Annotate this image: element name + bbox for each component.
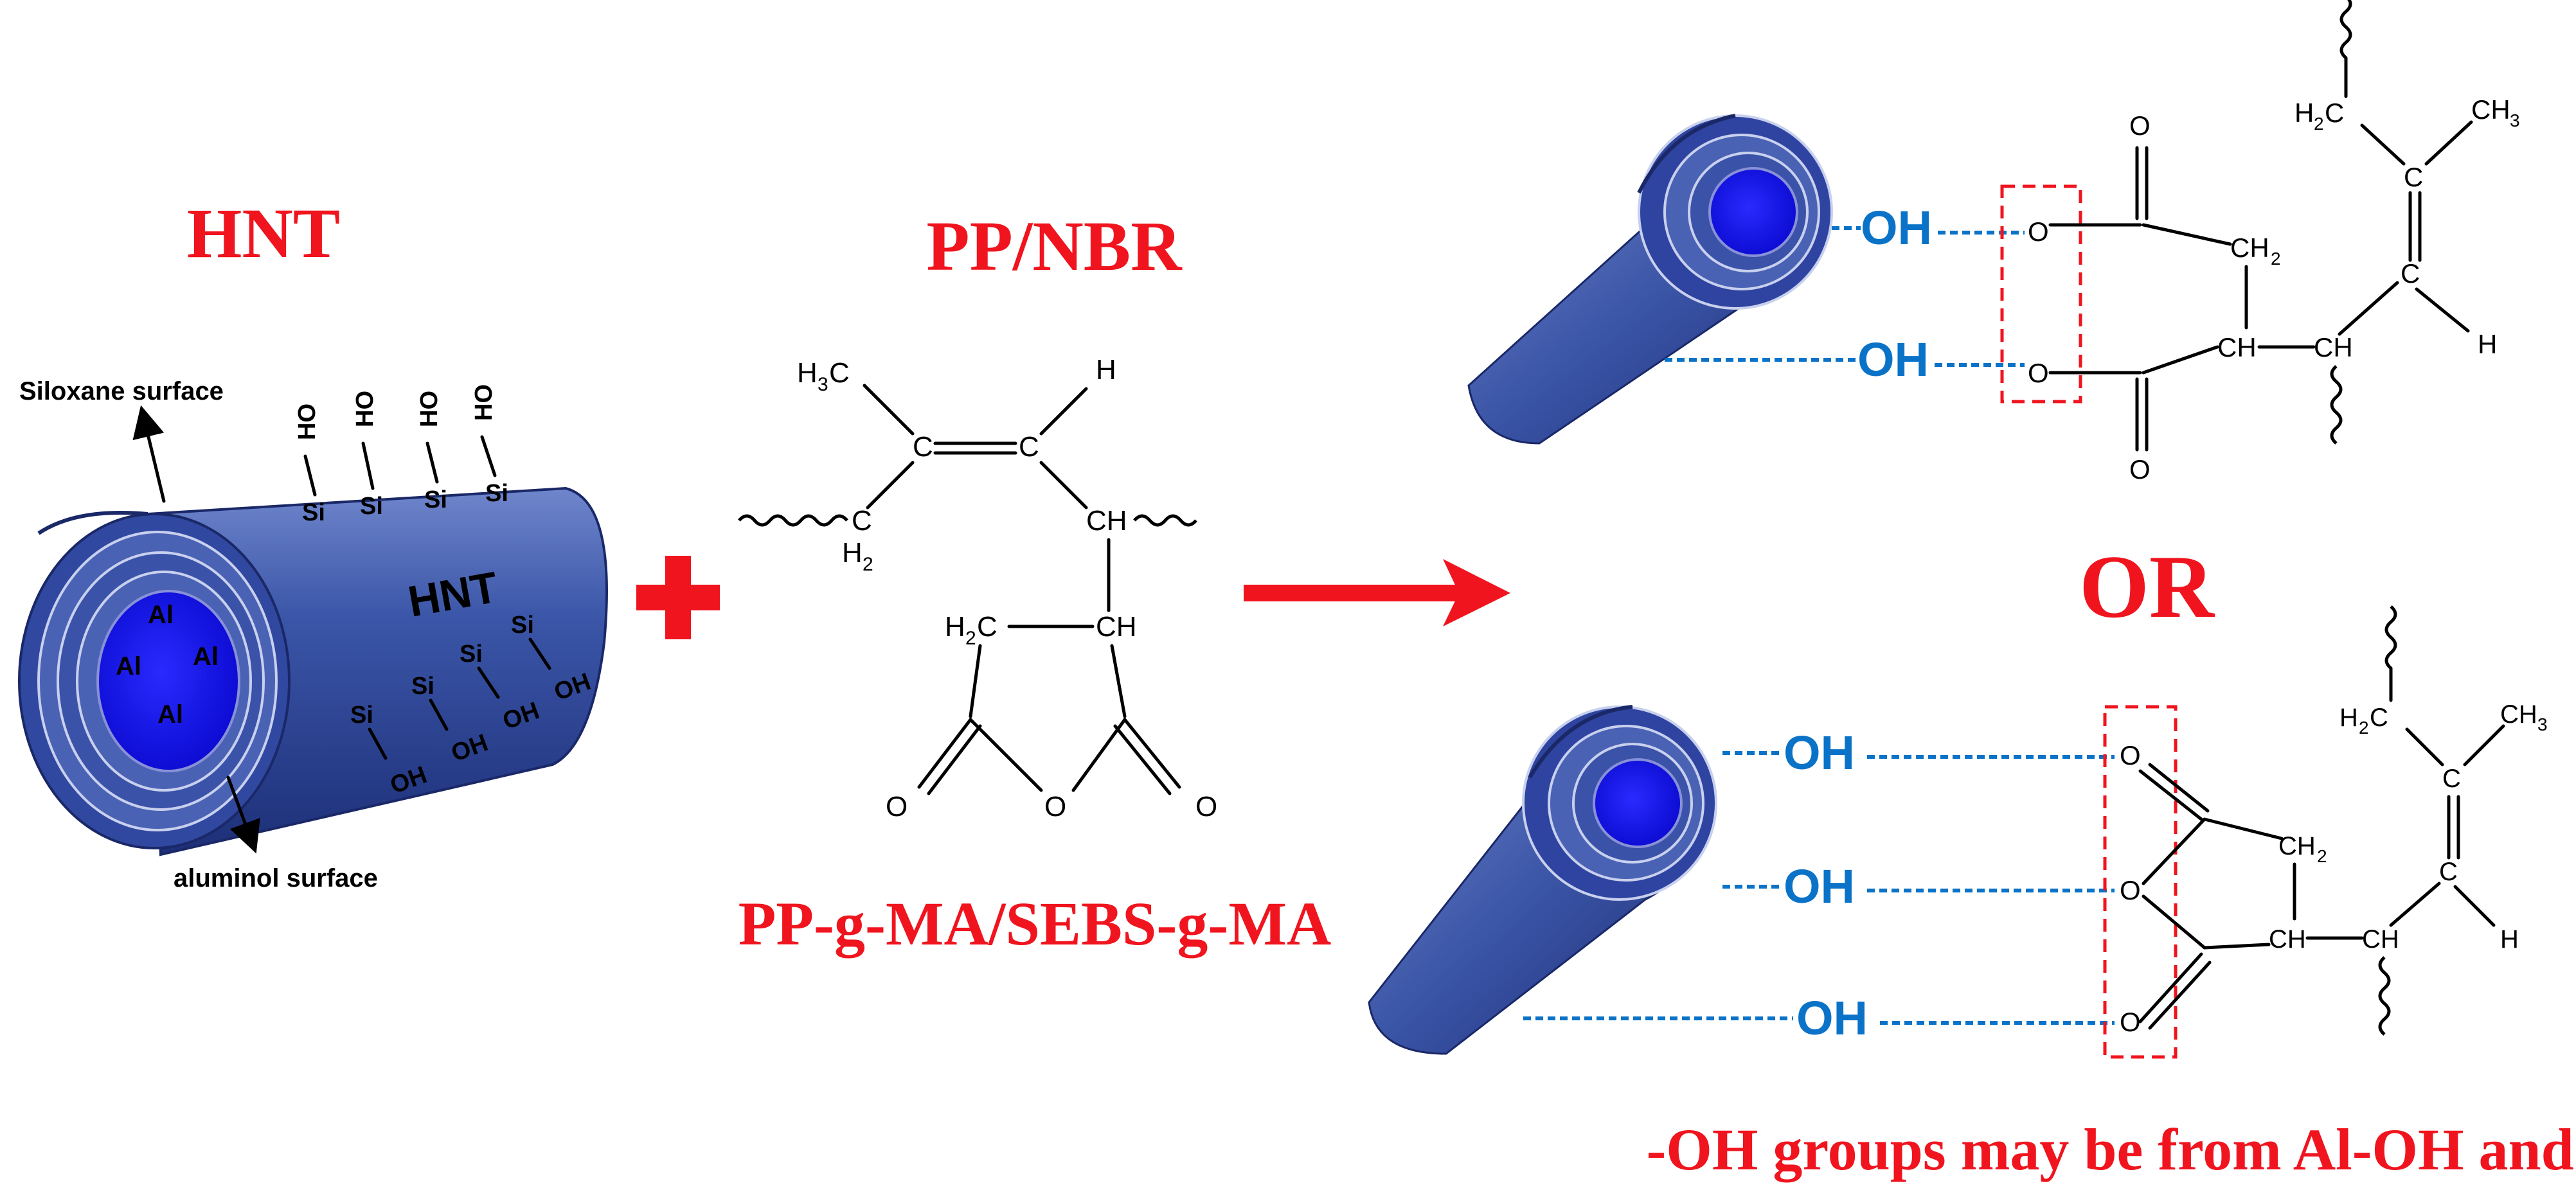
bot-ch2-sub: 2: [2317, 846, 2327, 866]
bot-ch3: CH: [2500, 700, 2537, 729]
ho-top-3: HO: [416, 391, 443, 427]
ring-h2c-c: C: [977, 611, 997, 643]
vinyl-h: H: [1096, 354, 1116, 386]
siloxane-surface-label: Siloxane surface: [19, 377, 224, 405]
c-right: C: [1019, 431, 1039, 463]
bot-ch-b: CH: [2362, 925, 2399, 953]
bot-h2c-h: H: [2339, 704, 2358, 732]
bot-h2c-sub: 2: [2359, 718, 2369, 738]
ho-top-2: HO: [352, 391, 379, 427]
top-c-upper: C: [2404, 162, 2423, 192]
product-top: OH OH O O O O CH 2 CH CH C H C H 2 C: [1467, 0, 2520, 484]
o-bot-1: O: [2120, 740, 2141, 770]
ring-ch: CH: [1096, 611, 1137, 643]
h3c-c: C: [829, 357, 850, 389]
ho-top-1: HO: [294, 403, 321, 440]
si-bot-4: Si: [511, 612, 534, 639]
si-top-1: Si: [302, 499, 325, 526]
highlight-box-top: [2000, 184, 2082, 403]
top-ch3-sub: 3: [2510, 111, 2520, 130]
top-h2c-h: H: [2294, 98, 2314, 128]
plus-sign: [636, 556, 720, 639]
ch2-left-c: C: [852, 505, 872, 536]
oh-bot-b: OH: [1784, 860, 1855, 913]
si-top-2: Si: [360, 493, 383, 520]
top-ch-b: CH: [2314, 332, 2353, 362]
top-h: H: [2478, 329, 2497, 359]
oh-bot-c: OH: [1796, 991, 1868, 1045]
al-3: Al: [193, 643, 219, 671]
al-1: Al: [148, 601, 174, 629]
oh-top-b: OH: [1857, 333, 1929, 386]
bot-c-upper: C: [2442, 765, 2461, 793]
ho-top-4: HO: [470, 384, 497, 421]
si-bot-3: Si: [460, 641, 483, 668]
top-c-lower: C: [2401, 258, 2420, 288]
si-bot-2: Si: [411, 673, 434, 700]
top-ch: CH: [2217, 332, 2257, 362]
h3c-h: H: [797, 357, 818, 389]
o-top-carbonyl-2: O: [2129, 454, 2151, 484]
al-2: Al: [116, 652, 141, 680]
top-ch3: CH: [2471, 94, 2510, 125]
bot-c-lower: C: [2439, 858, 2458, 886]
ch2-left-h: H: [842, 537, 863, 569]
reaction-arrow: [1244, 559, 1510, 626]
top-ch2: CH: [2230, 233, 2269, 263]
pp-nbr-title: PP/NBR: [926, 207, 1183, 285]
bot-h2c-c: C: [2370, 704, 2388, 732]
c-left: C: [913, 431, 933, 463]
hnt-tube-left: [18, 486, 608, 856]
hnt-title: HNT: [187, 194, 340, 272]
siloxane-arrow: [132, 405, 166, 503]
top-h2c-c: C: [2325, 98, 2344, 128]
o-bot-2: O: [2120, 875, 2141, 905]
o-top-ester-2: O: [2028, 358, 2049, 388]
carbonyl-o-left: O: [886, 791, 908, 822]
oh-top-a: OH: [1861, 201, 1932, 254]
ring-h2c-h: H: [945, 611, 965, 643]
product-bottom: OH OH OH O O O CH 2 CH CH C H C H: [1368, 605, 2548, 1059]
o-bot-3: O: [2120, 1007, 2141, 1037]
si-top-4: Si: [485, 480, 508, 507]
top-h2c-sub: 2: [2314, 114, 2324, 134]
si-oh-bottom: Si OH Si OH Si OH Si OH: [350, 612, 595, 799]
aluminol-arrow: [226, 776, 260, 854]
si-bot-1: Si: [350, 702, 373, 729]
carbonyl-o-right: O: [1195, 791, 1217, 822]
bot-ch: CH: [2269, 925, 2306, 953]
ch-right: CH: [1086, 505, 1127, 536]
or-label: OR: [2079, 537, 2215, 637]
oh-bot-a: OH: [1784, 726, 1855, 779]
grafted-ma-structure: H 3 C H C C C H 2 CH CH H 2 C O O O: [738, 354, 1217, 822]
footnote: -OH groups may be from Al-OH and Si-OH: [1647, 1117, 2576, 1182]
highlight-box-bottom: [2103, 705, 2178, 1059]
bot-ch2: CH: [2278, 832, 2316, 860]
bot-ch3-sub: 3: [2537, 714, 2548, 734]
top-ch2-sub: 2: [2271, 249, 2281, 269]
ch2-left-sub: 2: [863, 554, 873, 575]
bot-h: H: [2500, 925, 2519, 953]
graft-title: PP-g-MA/SEBS-g-MA: [738, 889, 1332, 958]
ring-h2c-sub: 2: [965, 628, 976, 649]
o-top-ester-1: O: [2028, 217, 2049, 247]
si-top-3: Si: [424, 486, 447, 513]
ring-o: O: [1044, 791, 1066, 822]
o-top-carbonyl-1: O: [2129, 111, 2151, 141]
aluminol-surface-label: aluminol surface: [174, 864, 378, 892]
al-4: Al: [157, 700, 183, 729]
h3c-sub: 3: [818, 374, 828, 395]
si-oh-top: Si HO Si HO Si HO Si HO: [294, 384, 508, 526]
